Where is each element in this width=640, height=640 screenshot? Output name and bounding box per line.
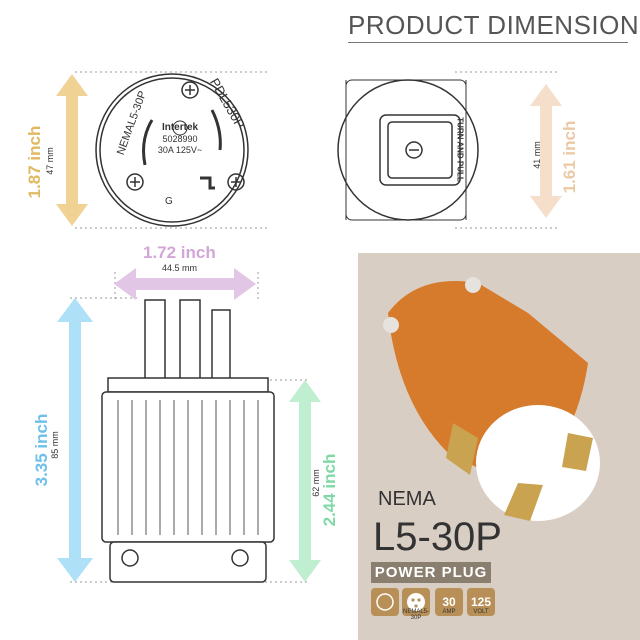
face-height-mm: 47 mm <box>45 147 55 175</box>
face-rating: 30A 125V~ <box>157 145 203 155</box>
plug-face-icon <box>402 588 430 616</box>
prong-width-arrow <box>114 268 256 300</box>
side-view-drawing <box>337 79 479 221</box>
title-underline <box>348 42 628 43</box>
product-nema: NEMA <box>378 488 436 510</box>
face-height-inch: 1.87 inch <box>25 125 44 199</box>
amp-badge: 30 <box>435 588 463 616</box>
volt-caption: VOLT <box>473 609 489 615</box>
product-model: L5-30P <box>373 515 502 559</box>
amp-caption: AMP <box>442 609 456 615</box>
volt-badge: 125 <box>467 588 495 616</box>
side-height-mm: 41 mm <box>532 141 542 169</box>
product-type-label: POWER PLUG <box>371 562 491 583</box>
prong-width-inch: 1.72 inch <box>143 243 216 262</box>
side-height-arrow <box>530 84 562 218</box>
guide-lines <box>70 71 560 583</box>
side-height-inch: 1.61 inch <box>560 120 579 194</box>
face-ground: G <box>165 196 173 207</box>
plug-body-drawing <box>101 299 275 583</box>
page-title: PRODUCT DIMENSION <box>348 10 640 40</box>
product-photo <box>383 277 600 521</box>
prong-width-mm: 44.5 mm <box>162 263 198 273</box>
face-height-arrow <box>56 74 88 226</box>
total-length-inch: 3.35 inch <box>32 413 51 487</box>
face-number: 5028990 <box>162 134 198 144</box>
plug-ribs <box>117 400 259 535</box>
body-length-arrow <box>289 380 321 582</box>
total-length-mm: 85 mm <box>50 431 60 459</box>
face-cert: Intertek <box>161 122 199 133</box>
body-length-mm: 62 mm <box>311 469 321 497</box>
etl-listed-icon <box>371 588 399 616</box>
plug-face-drawing <box>95 73 249 227</box>
plug-face-caption: NEMAL5-30P <box>402 609 429 621</box>
side-label: TURN AND PULL <box>455 117 465 182</box>
total-length-arrow <box>57 298 93 582</box>
body-length-inch: 2.44 inch <box>320 453 339 527</box>
